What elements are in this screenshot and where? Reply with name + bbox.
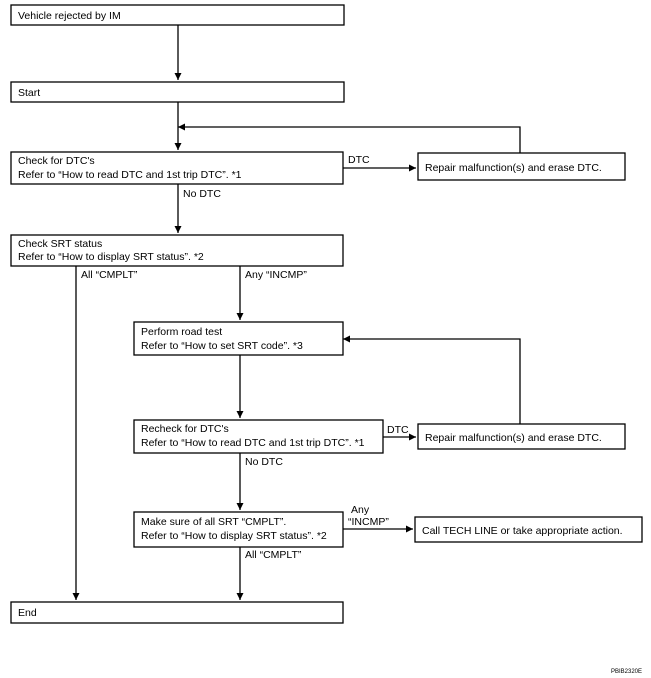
box-vehicle-rejected-text: Vehicle rejected by IM bbox=[18, 10, 121, 22]
box-start-text: Start bbox=[18, 87, 40, 99]
box-repair-1-text: Repair malfunction(s) and erase DTC. bbox=[425, 162, 602, 174]
box-tech-line: Call TECH LINE or take appropriate actio… bbox=[414, 516, 643, 543]
box-road-test-line1: Perform road test bbox=[141, 326, 222, 338]
box-tech-line-text: Call TECH LINE or take appropriate actio… bbox=[422, 525, 623, 537]
box-repair-1: Repair malfunction(s) and erase DTC. bbox=[417, 152, 626, 181]
box-check-srt-line2: Refer to “How to display SRT status”. *2 bbox=[18, 251, 204, 263]
box-road-test-line2: Refer to “How to set SRT code”. *3 bbox=[141, 340, 303, 352]
box-repair-2: Repair malfunction(s) and erase DTC. bbox=[417, 423, 626, 450]
connectors bbox=[72, 25, 521, 600]
label-dtc-2: DTC bbox=[387, 424, 409, 436]
box-check-dtc: Check for DTC's Refer to “How to read DT… bbox=[10, 151, 344, 185]
box-recheck-dtc-line1: Recheck for DTC's bbox=[141, 423, 229, 435]
label-no-dtc-1: No DTC bbox=[183, 188, 221, 200]
loop-repair1-back bbox=[178, 123, 521, 153]
box-check-srt-line1: Check SRT status bbox=[18, 238, 102, 250]
figure-code: PBIB2320E bbox=[611, 669, 642, 675]
box-vehicle-rejected: Vehicle rejected by IM bbox=[10, 4, 345, 26]
box-check-dtc-line2: Refer to “How to read DTC and 1st trip D… bbox=[18, 169, 242, 181]
label-incmp-2: “INCMP” bbox=[348, 516, 389, 528]
box-recheck-dtc: Recheck for DTC's Refer to “How to read … bbox=[133, 419, 384, 454]
label-all-cmplt-1: All “CMPLT” bbox=[81, 269, 138, 281]
box-make-sure-srt: Make sure of all SRT “CMPLT”. Refer to “… bbox=[133, 511, 344, 548]
box-recheck-dtc-line2: Refer to “How to read DTC and 1st trip D… bbox=[141, 437, 365, 449]
box-end-text: End bbox=[18, 607, 37, 619]
box-repair-2-text: Repair malfunction(s) and erase DTC. bbox=[425, 432, 602, 444]
label-any-2: Any bbox=[351, 504, 370, 516]
box-check-srt: Check SRT status Refer to “How to displa… bbox=[10, 234, 344, 267]
box-road-test: Perform road test Refer to “How to set S… bbox=[133, 321, 344, 356]
box-end: End bbox=[10, 601, 344, 624]
label-all-cmplt-2: All “CMPLT” bbox=[245, 549, 302, 561]
box-make-sure-srt-line1: Make sure of all SRT “CMPLT”. bbox=[141, 516, 286, 528]
loop-repair2-back bbox=[343, 335, 521, 424]
connector-labels: DTC No DTC All “CMPLT” Any “INCMP” DTC N… bbox=[81, 154, 409, 561]
label-dtc-1: DTC bbox=[348, 154, 370, 166]
box-start: Start bbox=[10, 81, 345, 103]
box-check-dtc-line1: Check for DTC's bbox=[18, 155, 95, 167]
box-make-sure-srt-line2: Refer to “How to display SRT status”. *2 bbox=[141, 530, 327, 542]
label-any-incmp-1: Any “INCMP” bbox=[245, 269, 307, 281]
label-no-dtc-2: No DTC bbox=[245, 456, 283, 468]
